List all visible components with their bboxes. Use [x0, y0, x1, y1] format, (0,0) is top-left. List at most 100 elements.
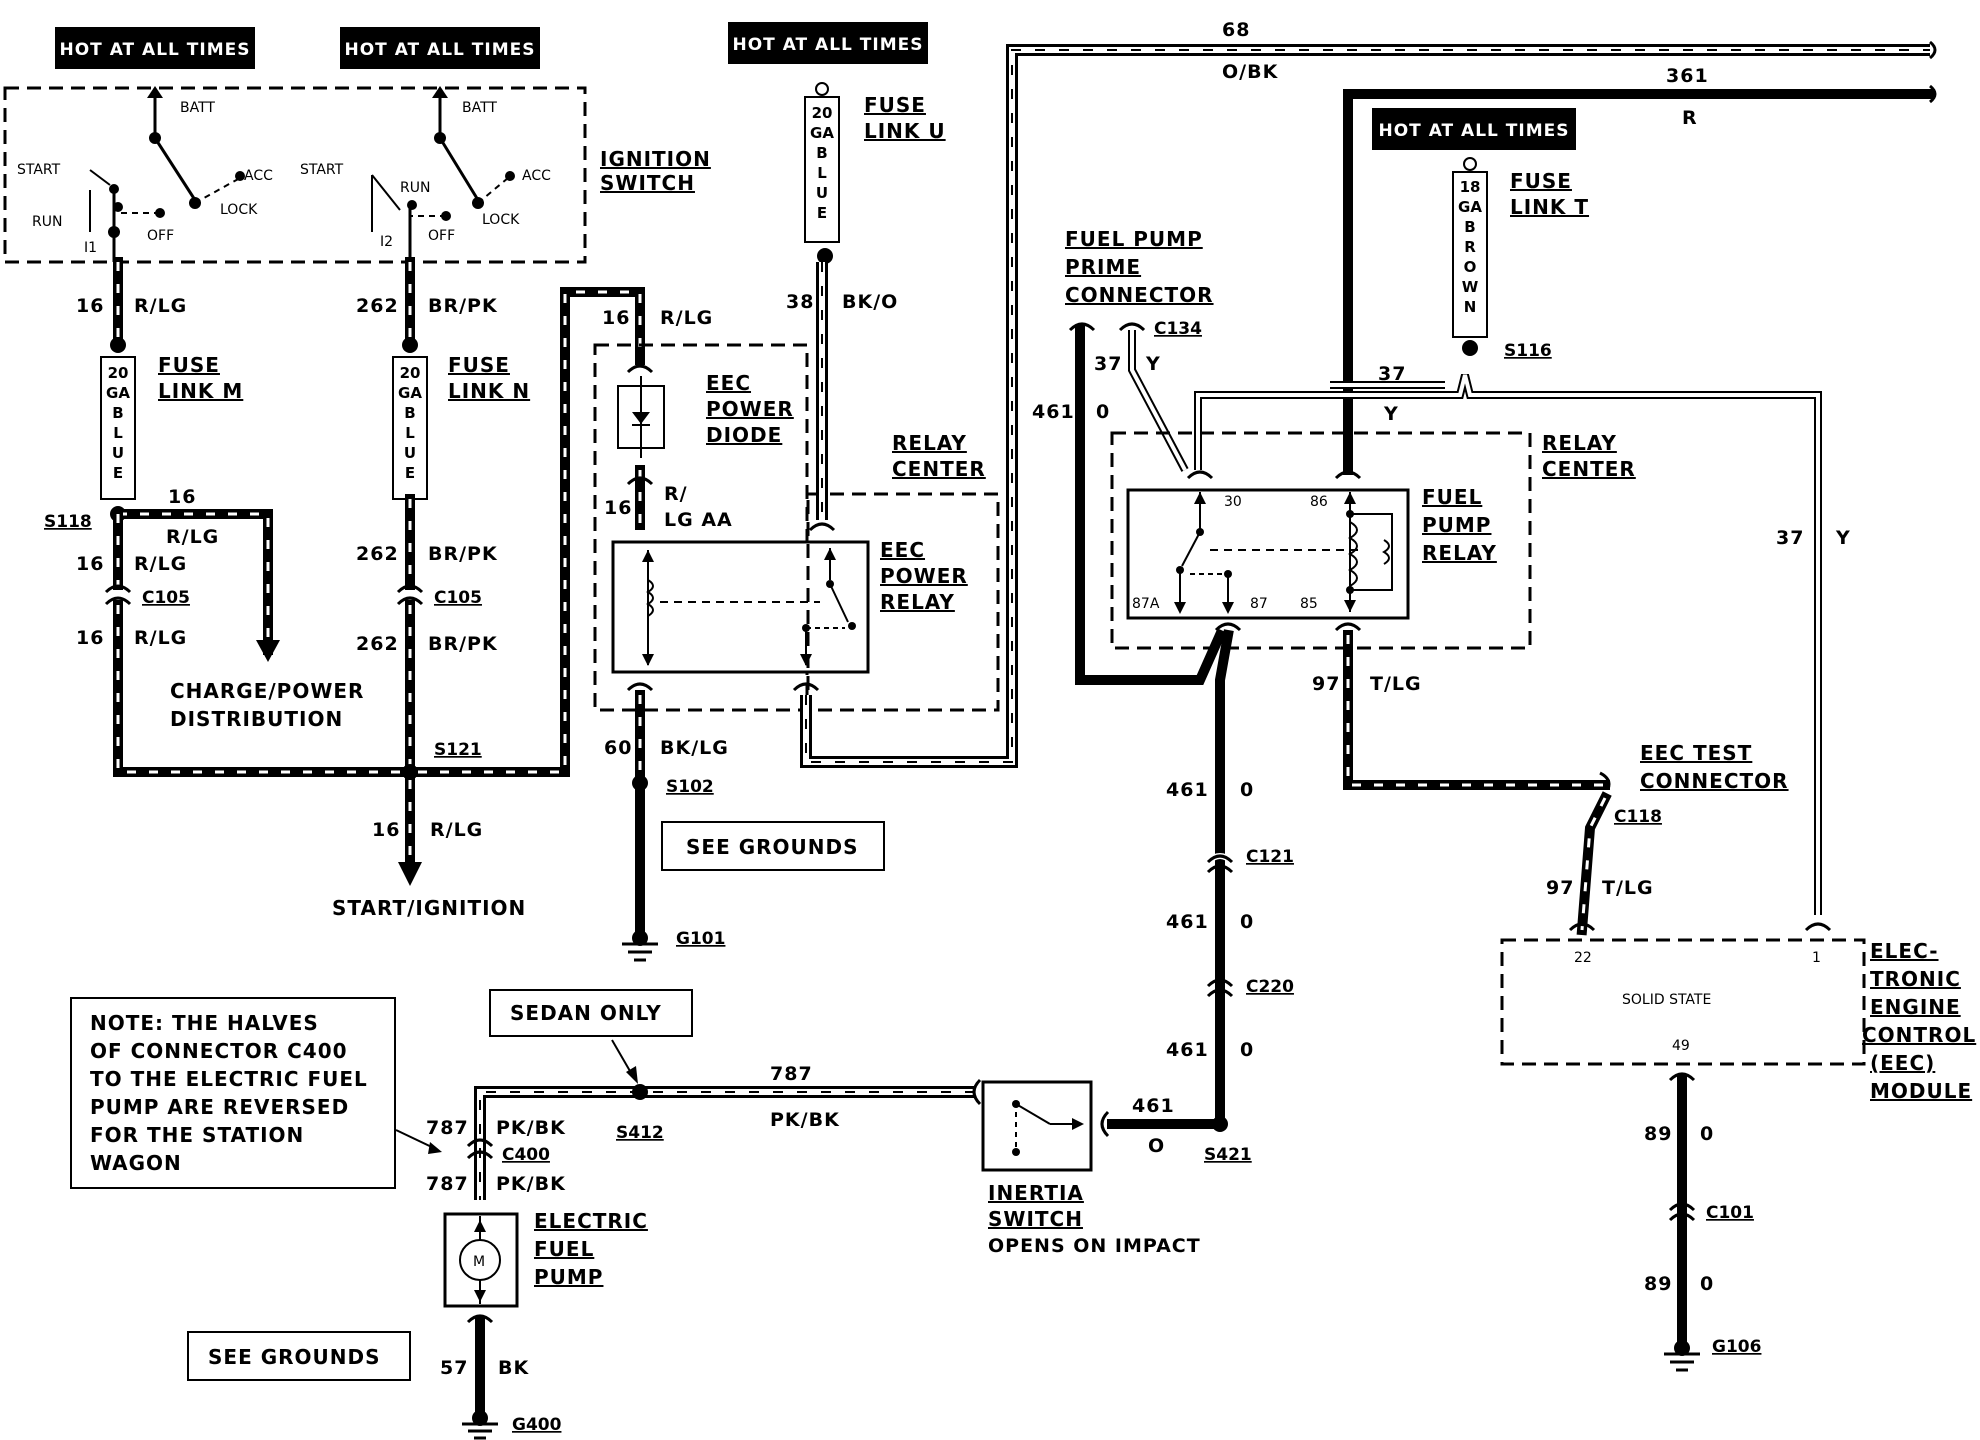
w97-label-1: 97 — [1312, 673, 1340, 695]
hot-banner-2-text: HOT AT ALL TIMES — [345, 40, 536, 60]
ign-acc-2: ACC — [522, 168, 551, 184]
elec-pump-label-2: FUEL — [534, 1237, 594, 1261]
hot-banner-3-text: HOT AT ALL TIMES — [733, 35, 924, 55]
w38-label: 38 — [786, 291, 814, 313]
fuse-n-g2: B — [404, 404, 415, 422]
w262-label-2: 262 — [356, 543, 399, 565]
fuse-t-g5: W — [1462, 278, 1479, 296]
eec-module: 22 1 SOLID STATE 49 ELEC- TRONIC ENGINE … — [1500, 938, 1975, 1372]
fuse-m-g1: GA — [106, 384, 130, 402]
fuse-n-g0: 20 — [400, 364, 421, 382]
pin22-label: 22 — [1574, 950, 1592, 966]
fuse-n-g5: E — [405, 464, 415, 482]
fuse-t-g6: N — [1464, 298, 1477, 316]
note-line-3: TO THE ELECTRIC FUEL — [90, 1067, 368, 1091]
ign-batt-2: BATT — [462, 100, 497, 116]
pin1-label: 1 — [1812, 950, 1821, 966]
fuse-t-g2: B — [1464, 218, 1475, 236]
eec-diode-label-2: POWER — [706, 397, 794, 421]
w262-label-1: 262 — [356, 295, 399, 317]
w461-label-3: 461 — [1166, 1039, 1209, 1061]
c400-label: C400 — [502, 1145, 550, 1165]
circuit-787-pkbk: S412 787 PK/BK SEDAN ONLY 787 PK/BK C400… — [187, 989, 982, 1440]
ign-lock-2: LOCK — [482, 212, 520, 228]
w461-label-1: 461 — [1166, 779, 1209, 801]
circuit-262-brpk: 262 BR/PK 20 GA B L U E FUSE LINK N 262 … — [332, 257, 645, 920]
s412-label: S412 — [616, 1123, 664, 1143]
circuit-16-rlg: 16 R/LG 20 GA B L U E FUSE LINK M S118 1… — [44, 257, 417, 777]
note-line-5: FOR THE STATION — [90, 1123, 304, 1147]
brpk-label-2: BR/PK — [428, 543, 498, 565]
fuse-m-g3: L — [113, 424, 123, 442]
bko-label: BK/O — [842, 291, 898, 313]
relay-center-2-line1: RELAY — [1542, 431, 1617, 455]
w787-label-1: 787 — [770, 1063, 813, 1085]
inertia-label-2: SWITCH — [988, 1207, 1083, 1231]
fuel-relay-label-2: PUMP — [1422, 513, 1491, 537]
pkbk-label-2: PK/BK — [496, 1117, 566, 1139]
c220-label: C220 — [1246, 977, 1294, 997]
g106-label: G106 — [1712, 1337, 1761, 1357]
pin49-label: 49 — [1672, 1038, 1690, 1054]
eec-module-label-2: TRONIC — [1870, 967, 1961, 991]
pin85-label: 85 — [1300, 596, 1318, 612]
c121-label: C121 — [1246, 847, 1294, 867]
w68-label: 68 — [1222, 19, 1250, 41]
fuel-prime-section: FUEL PUMP PRIME CONNECTOR C134 461 0 37 … — [1032, 227, 1851, 915]
fuse-u-g4: U — [816, 184, 828, 202]
w16-label-2: 16 — [76, 553, 104, 575]
y-right-label: Y — [1835, 527, 1851, 549]
hot-banner-2: HOT AT ALL TIMES — [340, 27, 540, 69]
eec-relay-label-3: RELAY — [880, 590, 955, 614]
fuse-u-g0: 20 — [812, 104, 833, 122]
eec-diode-label-1: EEC — [706, 371, 751, 395]
relay-center-1-line2: CENTER — [892, 457, 986, 481]
c101-label: C101 — [1706, 1203, 1754, 1223]
opens-label: OPENS ON IMPACT — [988, 1235, 1201, 1257]
w16-label-3: 16 — [76, 627, 104, 649]
o89-label-1: 0 — [1700, 1123, 1714, 1145]
ign-i1: I1 — [84, 240, 97, 256]
o-vert-label: 0 — [1096, 401, 1110, 423]
s118-label: S118 — [44, 512, 92, 532]
fuse-u-g1: GA — [810, 124, 834, 142]
circuit-97-tlg: 97 T/LG EEC TEST CONNECTOR C118 97 T/LG — [1312, 630, 1832, 936]
brpk-label-3: BR/PK — [428, 633, 498, 655]
fuse-m-label-1: FUSE — [158, 353, 220, 377]
s421-label: S421 — [1204, 1145, 1252, 1165]
rlg-diode-label: R/LG — [660, 307, 713, 329]
eec-relay-label-2: POWER — [880, 564, 968, 588]
obk-label: O/BK — [1222, 61, 1279, 83]
rlg-branch-label: R/LG — [166, 526, 219, 548]
g101-label: G101 — [676, 929, 725, 949]
ignition-title-2: SWITCH — [600, 171, 695, 195]
pin87-label: 87 — [1250, 596, 1268, 612]
eec-module-label-3: ENGINE — [1870, 995, 1961, 1019]
relay-center-2-line2: CENTER — [1542, 457, 1636, 481]
pin30-label: 30 — [1224, 494, 1242, 510]
hot-banner-3: HOT AT ALL TIMES — [728, 22, 928, 64]
ignition-switch: BATT START RUN ACC LOCK OFF I1 BATT STAR… — [3, 86, 711, 264]
ign-run-1: RUN — [32, 214, 62, 230]
o-label-1: 0 — [1240, 779, 1254, 801]
c105-right: C105 — [434, 588, 482, 608]
ign-start-1: START — [17, 162, 61, 178]
fuse-n-label-1: FUSE — [448, 353, 510, 377]
rlg-label-3: R/LG — [134, 627, 187, 649]
ign-acc-1: ACC — [244, 168, 273, 184]
ign-batt-1: BATT — [180, 100, 215, 116]
eec-relay-label-1: EEC — [880, 538, 925, 562]
ign-lock-1: LOCK — [220, 202, 258, 218]
circuit-361-r: 361 R — [1343, 65, 1937, 475]
ign-run-2: RUN — [400, 180, 430, 196]
note-line-6: WAGON — [90, 1151, 182, 1175]
eec-diode-label-3: DIODE — [706, 423, 782, 447]
ignition-title-1: IGNITION — [600, 147, 711, 171]
fuse-m-g4: U — [112, 444, 124, 462]
fuel-pump-relay: RELAY CENTER 30 86 87A 87 85 FUEL PUMP R… — [1110, 431, 1636, 650]
relay-center-1-line1: RELAY — [892, 431, 967, 455]
fuse-u-label-2: LINK U — [864, 119, 946, 143]
w16-aa-label: 16 — [604, 497, 632, 519]
fuse-t-g3: R — [1464, 238, 1476, 256]
r-slash-label: R/ — [664, 483, 688, 505]
